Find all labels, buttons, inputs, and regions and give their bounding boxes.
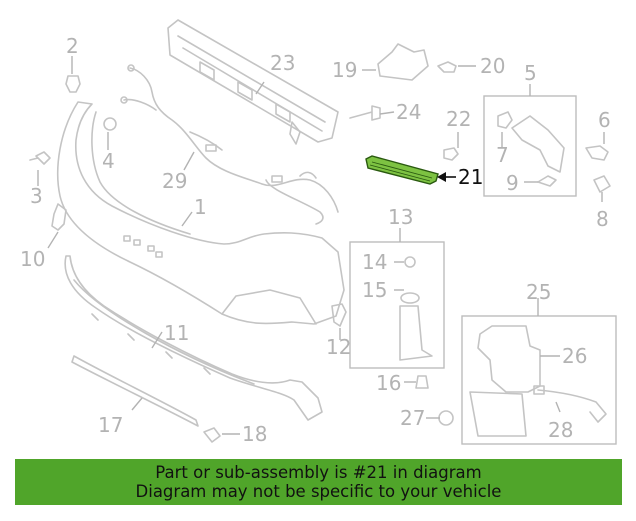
trim-strip-part xyxy=(71,355,199,427)
callout-17: 17 xyxy=(98,413,123,437)
callout-15: 15 xyxy=(362,278,387,302)
banner-line-1: Part or sub-assembly is #21 in diagram xyxy=(155,463,482,482)
callout-28: 28 xyxy=(548,418,573,442)
callout-1: 1 xyxy=(194,195,207,219)
info-banner: Part or sub-assembly is #21 in diagram D… xyxy=(15,459,622,505)
callout-14: 14 xyxy=(362,250,387,274)
callout-2: 2 xyxy=(66,34,79,58)
banner-line-2: Diagram may not be specific to your vehi… xyxy=(135,482,502,501)
callout-8: 8 xyxy=(596,207,609,231)
callout-27: 27 xyxy=(400,406,425,430)
callout-labels: 1 2 3 4 5 6 7 8 9 10 11 12 13 14 15 16 1… xyxy=(20,34,611,446)
callout-24: 24 xyxy=(396,100,421,124)
leader-arrow-21 xyxy=(437,172,456,182)
callout-11: 11 xyxy=(164,321,189,345)
bumper-cover-part xyxy=(56,101,345,325)
wiring-harness-part xyxy=(120,64,339,225)
callout-9: 9 xyxy=(506,171,519,195)
callout-19: 19 xyxy=(332,58,357,82)
callout-3: 3 xyxy=(30,184,43,208)
callout-21: 21 xyxy=(458,165,483,189)
callout-13: 13 xyxy=(388,205,413,229)
leader-lines xyxy=(37,56,605,435)
callout-12: 12 xyxy=(326,335,351,359)
bracket-part-10 xyxy=(51,203,67,231)
group-box-25 xyxy=(461,315,617,445)
bracket-part-19 xyxy=(377,43,429,81)
callout-25: 25 xyxy=(526,280,551,304)
callout-6: 6 xyxy=(598,108,611,132)
fastener-parts xyxy=(29,61,611,443)
callout-26: 26 xyxy=(562,344,587,368)
callout-10: 10 xyxy=(20,247,45,271)
callout-5: 5 xyxy=(524,61,537,85)
group-box-13 xyxy=(349,241,445,369)
bumper-reinforcement-part xyxy=(167,19,339,145)
callout-22: 22 xyxy=(446,107,471,131)
callout-23: 23 xyxy=(270,51,295,75)
lower-valance-part xyxy=(64,255,323,421)
callout-18: 18 xyxy=(242,422,267,446)
callout-29: 29 xyxy=(162,169,187,193)
highlighted-part-21 xyxy=(365,155,439,185)
callout-20: 20 xyxy=(480,54,505,78)
callout-4: 4 xyxy=(102,149,115,173)
callout-16: 16 xyxy=(376,371,401,395)
callout-7: 7 xyxy=(496,143,509,167)
